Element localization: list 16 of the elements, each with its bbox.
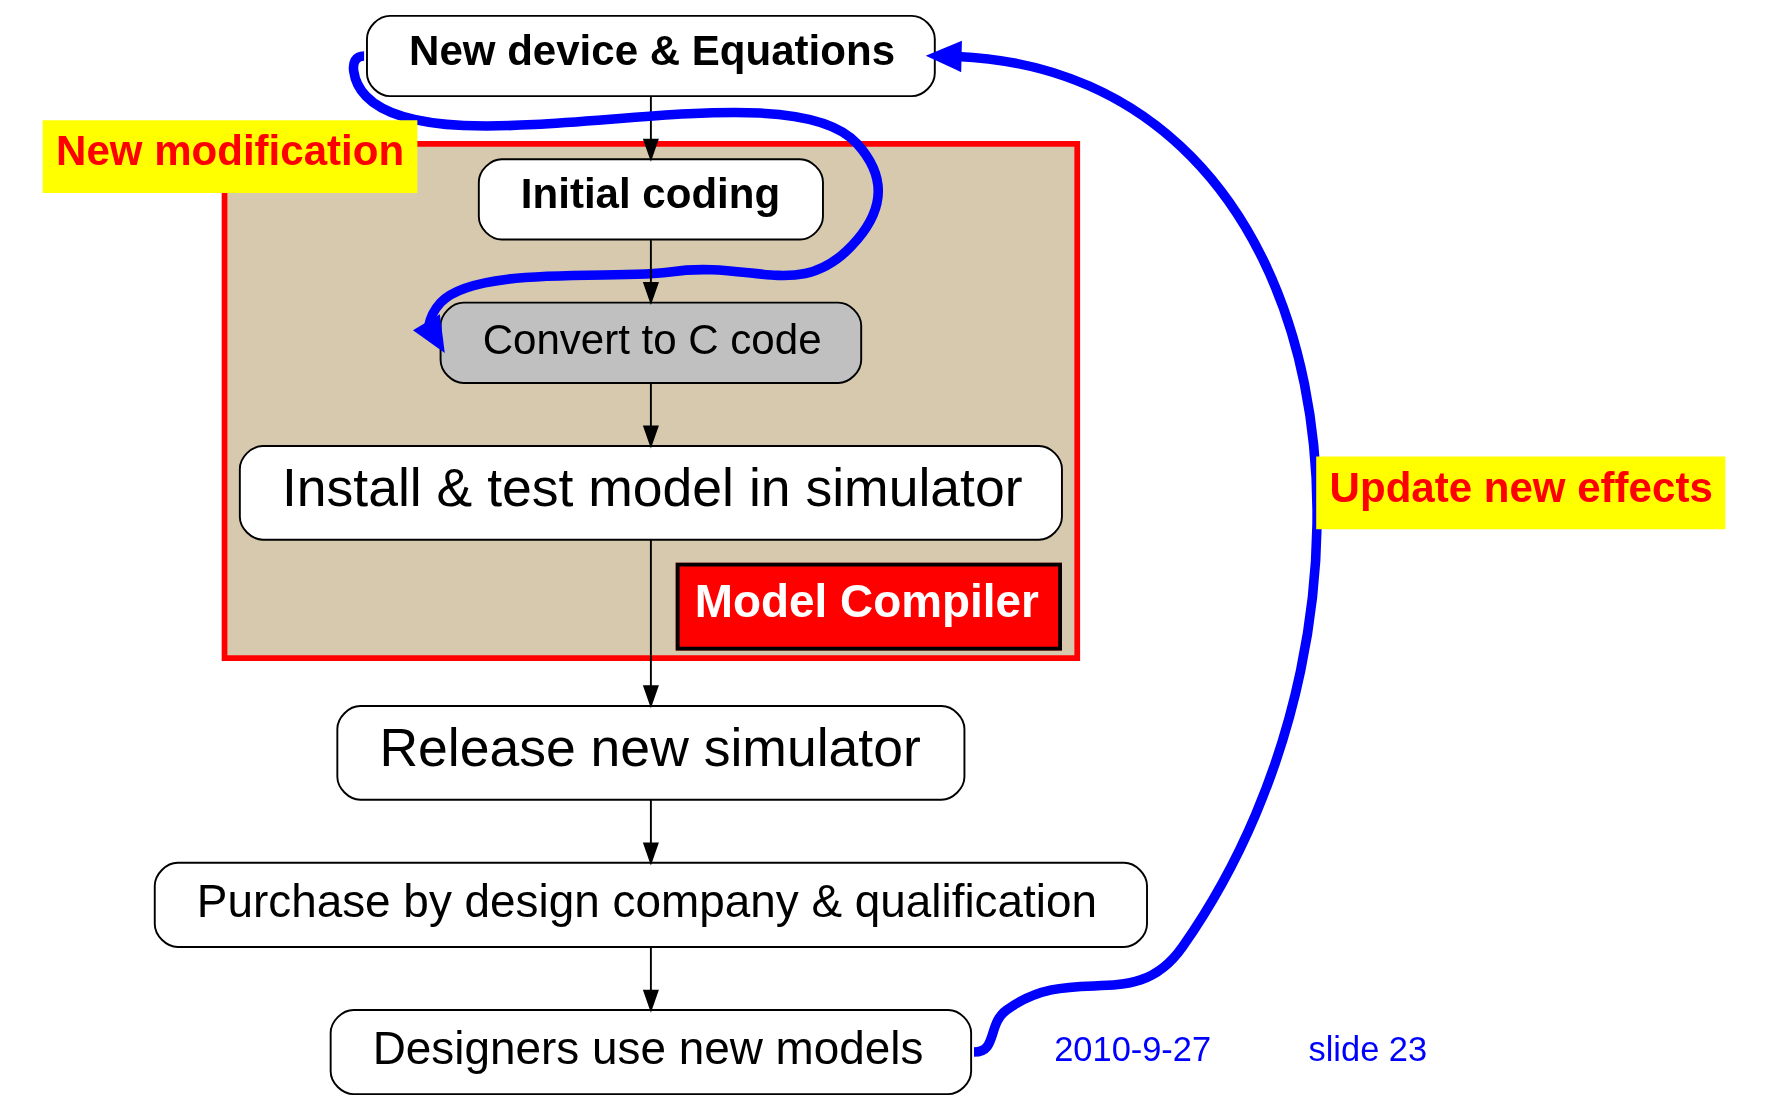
arrow	[925, 40, 1321, 1057]
node-box: Initial coding	[477, 158, 824, 241]
arrow	[642, 539, 659, 709]
arrow	[642, 799, 659, 866]
node-box: Install & test model in simulator	[238, 445, 1063, 541]
arrow	[642, 382, 659, 449]
arrow	[642, 239, 659, 306]
label: 2010-9-27	[1053, 1029, 1211, 1068]
node-box: Purchase by design company & qualification	[153, 861, 1148, 948]
node-box: New device & Equations	[365, 14, 936, 98]
node-box: Convert to C code	[439, 301, 862, 384]
node-box: Designers use new models	[329, 1009, 972, 1096]
arrow	[642, 946, 659, 1013]
edge-label: Update new effects	[1329, 463, 1713, 511]
node-box: Release new simulator	[335, 705, 965, 801]
label: slide 23	[1308, 1029, 1427, 1068]
